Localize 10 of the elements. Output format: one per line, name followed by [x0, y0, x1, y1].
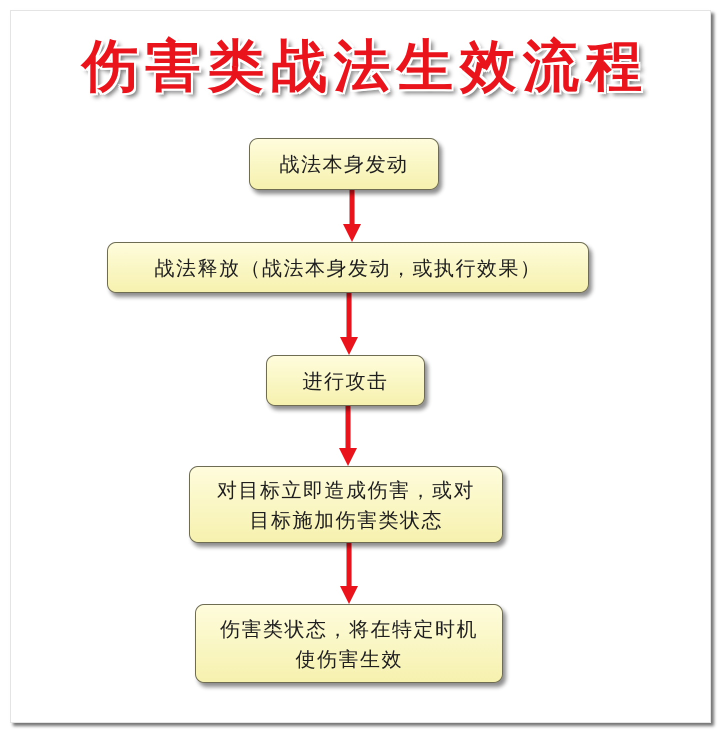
arrow: [340, 543, 358, 604]
process-box: 战法释放（战法本身发动，或执行效果）: [107, 242, 589, 293]
arrow: [340, 293, 358, 355]
process-box: 进行攻击: [266, 355, 425, 406]
title: 伤害类战法生效流程: [82, 33, 649, 100]
process-box: 对目标立即造成伤害，或对目标施加伤害类状态: [189, 466, 503, 543]
process-box: 伤害类状态，将在特定时机使伤害生效: [195, 604, 503, 683]
arrow: [343, 190, 361, 242]
process-box: 战法本身发动: [249, 138, 439, 190]
arrow: [339, 406, 357, 466]
